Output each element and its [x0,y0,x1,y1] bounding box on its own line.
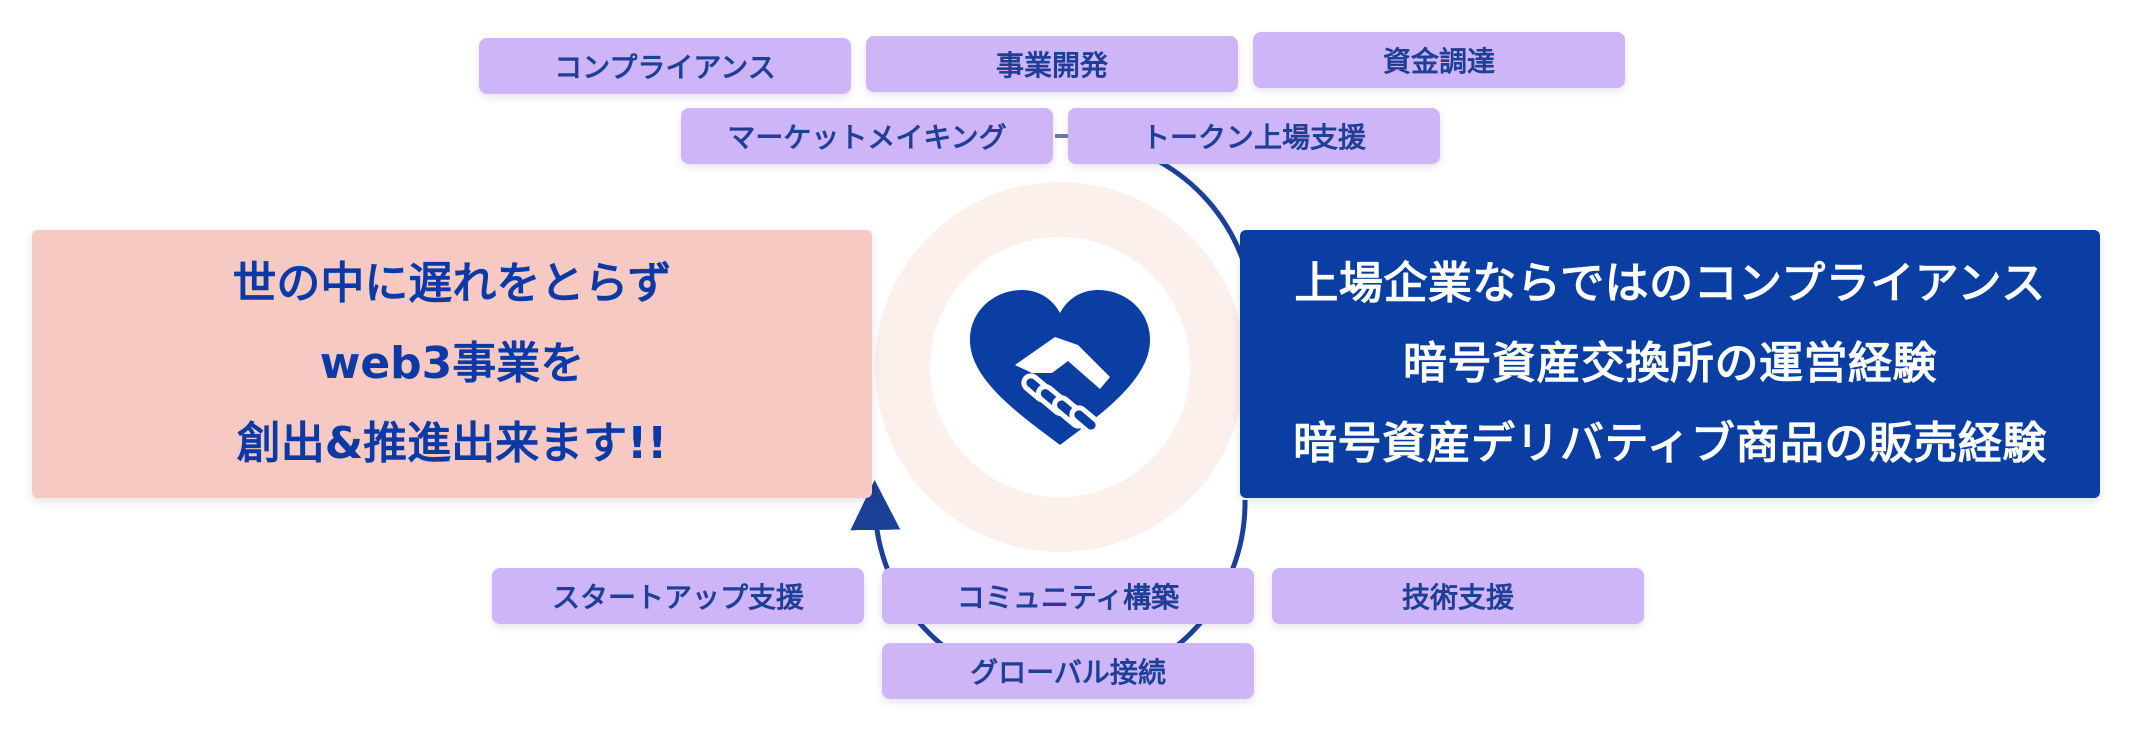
tag-compliance: コンプライアンス [479,38,851,94]
tag-global-connection: グローバル接続 [882,643,1254,699]
tag-market-making: マーケットメイキング [681,108,1053,164]
left-line-3: 創出&推進出来ます!! [236,418,668,469]
tag-business-development: 事業開発 [866,36,1238,92]
left-line-1: 世の中に遅れをとらず [232,258,672,309]
right-line-3: 暗号資産デリバティブ商品の販売経験 [1293,418,2047,469]
tag-startup-support: スタートアップ支援 [492,568,864,624]
handshake-heart-icon [970,290,1150,445]
left-message-panel: 世の中に遅れをとらず web3事業を 創出&推進出来ます!! [32,230,872,498]
right-line-2: 暗号資産交換所の運営経験 [1403,338,1937,389]
tag-tech-support: 技術支援 [1272,568,1644,624]
tag-community-building: コミュニティ構築 [882,568,1254,624]
tag-token-listing: トークン上場支援 [1068,108,1440,164]
right-strengths-panel: 上場企業ならではのコンプライアンス 暗号資産交換所の運営経験 暗号資産デリバティ… [1240,230,2100,498]
tag-fundraising: 資金調達 [1253,32,1625,88]
right-line-1: 上場企業ならではのコンプライアンス [1294,258,2046,309]
left-line-2: web3事業を [319,338,585,389]
